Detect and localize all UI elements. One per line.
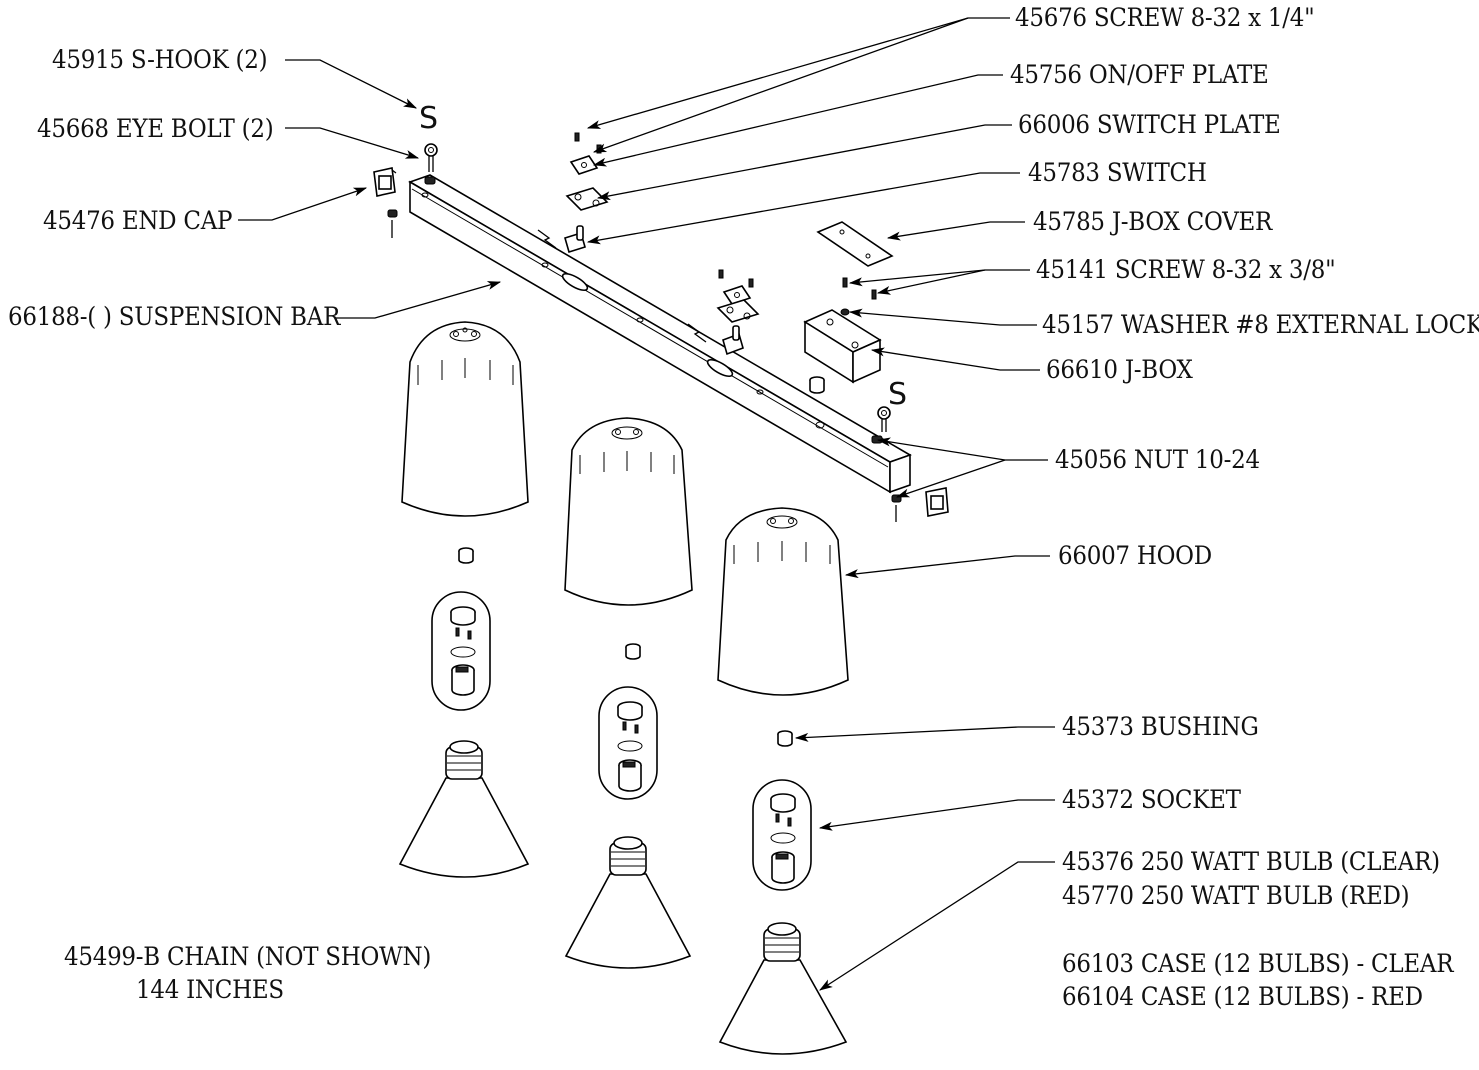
hood-right	[717, 507, 849, 696]
label-hood: 66007 HOOD	[1058, 541, 1212, 570]
label-end-cap: 45476 END CAP	[43, 206, 233, 235]
bulb-right	[718, 922, 848, 1055]
end-cap-left	[373, 167, 397, 197]
end-cap-right	[925, 487, 949, 517]
label-case-red: 66104 CASE (12 BULBS) - RED	[1062, 982, 1423, 1011]
s-hook-left-icon: S	[419, 101, 438, 136]
label-bushing: 45373 BUSHING	[1062, 712, 1259, 741]
hood-middle	[564, 417, 693, 606]
label-on-off-plate: 45756 ON/OFF PLATE	[1010, 60, 1269, 89]
jbox-cover	[816, 221, 894, 267]
leader-lines	[238, 17, 1055, 991]
label-jbox-cover: 45785 J-BOX COVER	[1033, 207, 1273, 236]
jbox	[803, 309, 882, 384]
label-switch-plate: 66006 SWITCH PLATE	[1018, 110, 1281, 139]
s-hook-right-icon: S	[888, 377, 907, 412]
label-chain: 45499-B CHAIN (NOT SHOWN)	[64, 942, 432, 971]
label-socket: 45372 SOCKET	[1062, 785, 1241, 814]
label-screw-8-32-1-4: 45676 SCREW 8-32 x 1/4"	[1015, 3, 1315, 32]
hood-left	[401, 321, 529, 517]
bushing-right	[777, 730, 793, 747]
socket-middle	[598, 686, 658, 800]
bushing-middle	[625, 643, 641, 660]
label-chain-length: 144 INCHES	[136, 975, 284, 1004]
label-nut: 45056 NUT 10-24	[1055, 445, 1260, 474]
bulb-left	[398, 740, 530, 878]
label-washer: 45157 WASHER #8 EXTERNAL LOCK	[1042, 310, 1479, 339]
socket-right	[752, 779, 812, 891]
jbox-washer	[840, 308, 850, 316]
bulb-middle	[564, 836, 692, 969]
label-case-clear: 66103 CASE (12 BULBS) - CLEAR	[1062, 949, 1454, 978]
label-screw-8-32-3-8: 45141 SCREW 8-32 x 3/8"	[1036, 255, 1336, 284]
socket-left	[431, 591, 491, 711]
bushing-left	[458, 547, 474, 564]
nut-right-under	[891, 494, 902, 522]
label-s-hook: 45915 S-HOOK (2)	[52, 45, 268, 74]
eye-bolt-right	[871, 406, 891, 444]
eye-bolt-left	[424, 143, 438, 185]
label-suspension-bar: 66188-( ) SUSPENSION BAR	[8, 302, 341, 331]
label-bulb-clear: 45376 250 WATT BULB (CLEAR)	[1062, 847, 1440, 876]
label-eye-bolt: 45668 EYE BOLT (2)	[37, 114, 274, 143]
label-jbox: 66610 J-BOX	[1046, 355, 1193, 384]
nut-left-under	[387, 209, 398, 238]
switch-assembly-left	[537, 132, 609, 254]
jbox-bushing	[809, 376, 825, 394]
label-switch: 45783 SWITCH	[1028, 158, 1207, 187]
suspension-bar	[408, 174, 912, 494]
jbox-screws	[842, 277, 877, 300]
switch-assembly-middle	[687, 269, 760, 356]
label-bulb-red: 45770 250 WATT BULB (RED)	[1062, 881, 1410, 910]
